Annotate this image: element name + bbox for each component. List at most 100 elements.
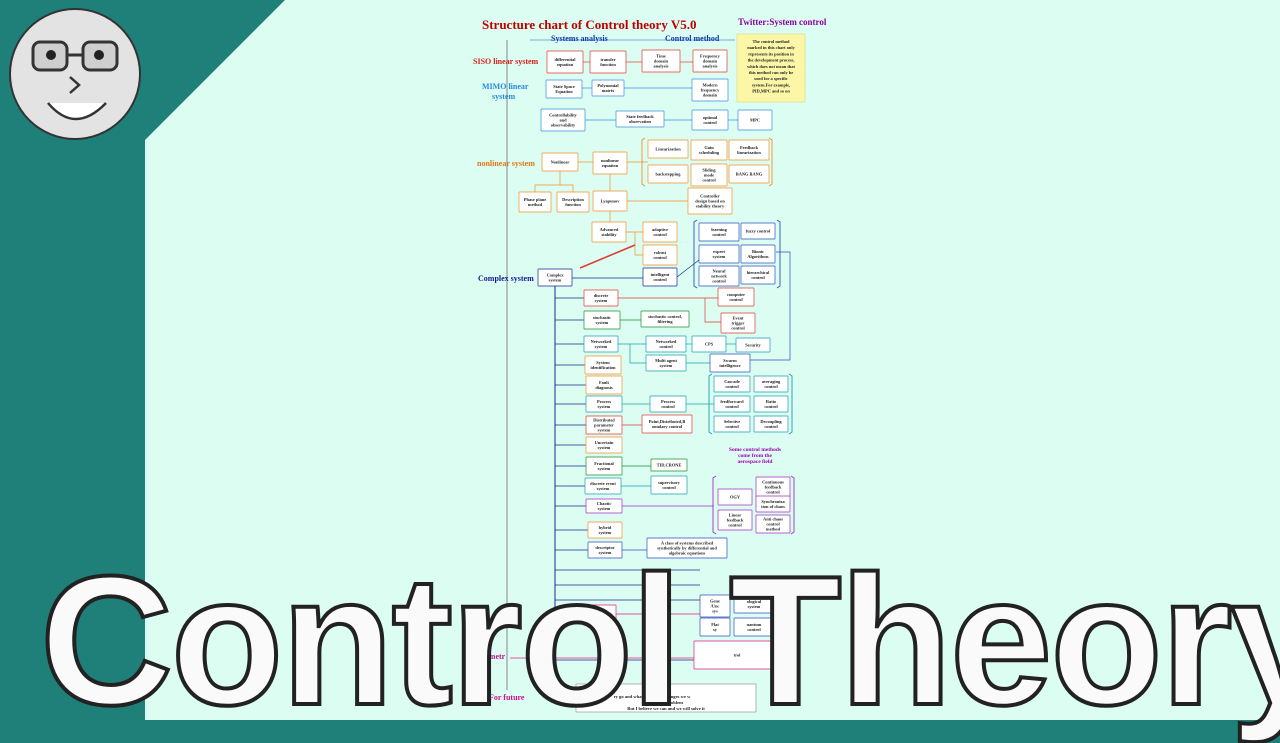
box-text: domain bbox=[703, 92, 718, 97]
box-text: discrete event bbox=[590, 481, 616, 486]
box-text: learning bbox=[711, 227, 727, 232]
box-text: System bbox=[596, 360, 610, 365]
box-text: design based on bbox=[695, 199, 725, 204]
box-text: backstepping bbox=[656, 172, 682, 177]
box-text: control bbox=[661, 404, 675, 409]
box-text: Linearization bbox=[655, 147, 681, 152]
bracket bbox=[788, 373, 793, 435]
box-text: Sliding bbox=[702, 168, 716, 173]
future-line: But I believe we can and we will solve i… bbox=[627, 706, 705, 711]
box-text: control bbox=[725, 424, 739, 429]
box-text: Controller bbox=[700, 194, 720, 199]
box-text: stochastic bbox=[593, 315, 611, 320]
bracket bbox=[768, 137, 773, 187]
box-text: Feedback bbox=[740, 145, 759, 150]
box-fuzzy: fuzzy control bbox=[740, 222, 776, 240]
category-future: For future bbox=[489, 693, 525, 702]
box-text: control bbox=[764, 404, 778, 409]
aerospace-note-3: aerospace field bbox=[738, 459, 773, 465]
box-text: domain bbox=[654, 59, 669, 64]
box-text: linearization bbox=[737, 150, 761, 155]
box-text: differential bbox=[555, 57, 577, 62]
box-text: Fault bbox=[599, 380, 610, 385]
box-text: control bbox=[653, 232, 667, 237]
box-text: Controllability bbox=[549, 113, 578, 118]
connector bbox=[560, 184, 574, 192]
bracket bbox=[641, 137, 646, 187]
box-cps: CPS bbox=[691, 335, 727, 353]
box-linearization: Linearization bbox=[647, 139, 689, 159]
note-line: which does not mean that bbox=[747, 64, 795, 69]
box-text: feedback bbox=[765, 485, 782, 490]
box-text: system bbox=[595, 298, 608, 303]
box-text: TID,CRONE bbox=[657, 463, 682, 468]
box-backstepping: backstepping bbox=[647, 164, 689, 184]
box-text: system bbox=[595, 344, 608, 349]
future-line: Where w bbox=[584, 688, 602, 693]
box-text: Networked bbox=[591, 339, 612, 344]
box-text: Selective bbox=[724, 419, 740, 424]
box-text: control bbox=[766, 489, 780, 494]
box-text: equation bbox=[557, 62, 574, 67]
box-stoch-ctrl: stochastic control,filtering bbox=[640, 310, 690, 328]
box-text: Swarm bbox=[723, 358, 737, 363]
chart-labels: Structure chart of Control theory V5.0 T… bbox=[473, 17, 827, 702]
box-text: Algorithms bbox=[747, 254, 769, 259]
box-text: domain bbox=[703, 59, 718, 64]
box-text: system bbox=[748, 604, 761, 609]
box-text: control bbox=[712, 232, 726, 237]
box-text: Lyapunov bbox=[601, 199, 621, 204]
box-text: Continuous bbox=[762, 480, 784, 485]
box-text: CPS bbox=[705, 342, 714, 347]
box-text: control bbox=[764, 424, 778, 429]
future-box: Where wry go and what kind of challenges… bbox=[575, 683, 757, 713]
box-text: descriptor bbox=[595, 545, 614, 550]
connector bbox=[750, 251, 791, 361]
box-text: Anti chaos bbox=[763, 517, 783, 522]
box-text: Advanced bbox=[600, 227, 619, 232]
box-text: trigger bbox=[732, 321, 745, 326]
box-text: Process bbox=[661, 399, 675, 404]
box-text: Security bbox=[745, 343, 761, 348]
note-line: system.For example, bbox=[752, 82, 790, 87]
box-text: optimal bbox=[703, 115, 718, 120]
box-text: Gene bbox=[710, 599, 720, 604]
box-text: Multi agent bbox=[655, 358, 677, 363]
box-text: intelligent bbox=[651, 272, 670, 277]
box-text: Gain bbox=[704, 145, 714, 150]
box-text: system bbox=[596, 320, 609, 325]
box-text: hierarchical bbox=[747, 270, 770, 275]
category-nonlinear: nonlinear system bbox=[477, 159, 535, 168]
box-text: H bbox=[602, 609, 606, 614]
note-line: used for a specific bbox=[754, 76, 788, 81]
box-text: Polynomial bbox=[597, 83, 619, 88]
box-text: adaptive bbox=[652, 227, 668, 232]
box-text: system bbox=[597, 486, 610, 491]
box-text: Linear bbox=[729, 513, 742, 518]
category-mimo-line1: MIMO linear bbox=[482, 82, 529, 91]
